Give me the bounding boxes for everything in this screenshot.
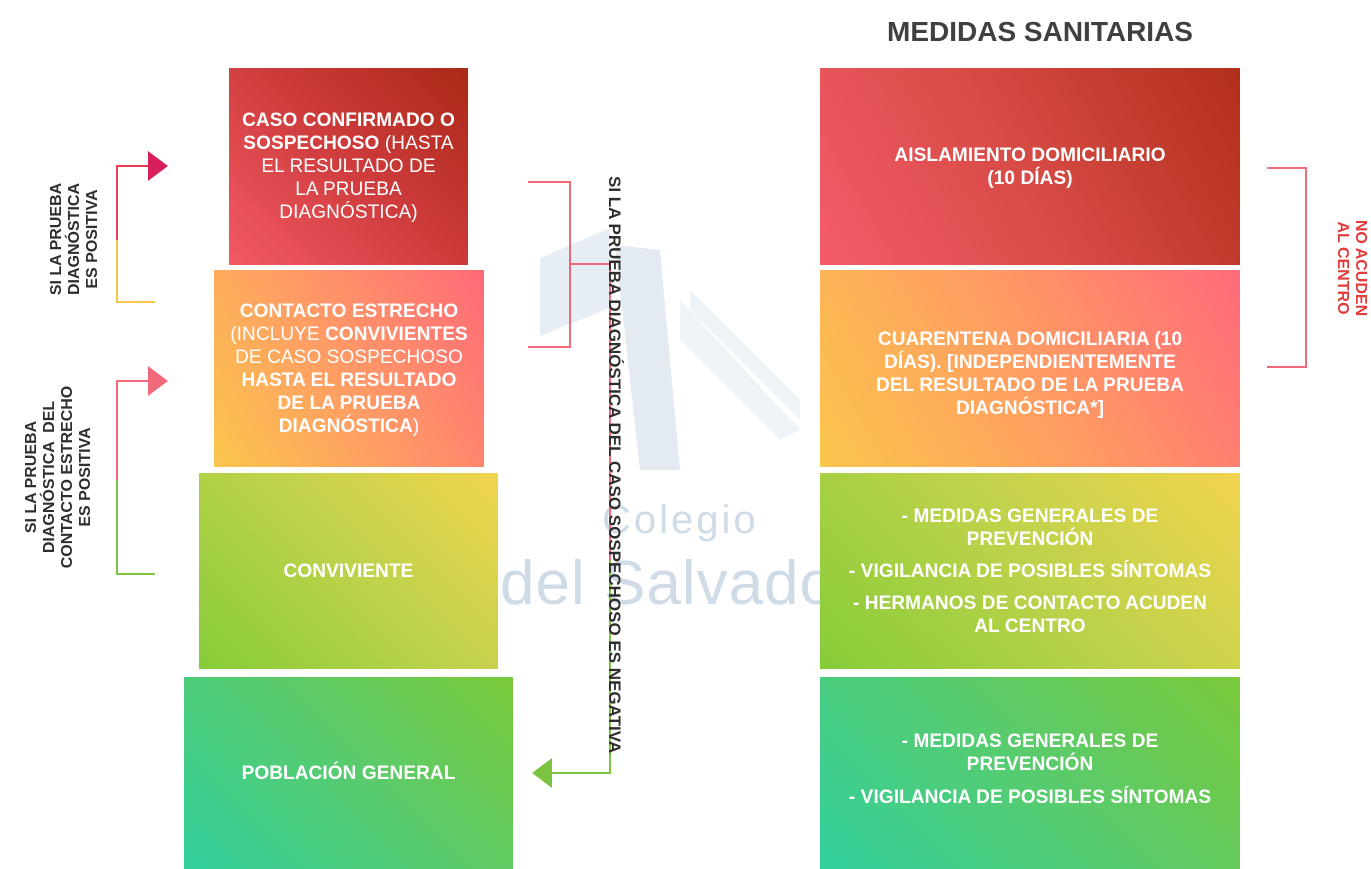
arrow-to-contacto-icon bbox=[148, 366, 168, 396]
measure-conviviente: - MEDIDAS GENERALES DE PREVENCIÓN - VIGI… bbox=[820, 473, 1240, 669]
level-contacto-estrecho: CONTACTO ESTRECHO (INCLUYE CONVIVIENTES … bbox=[214, 270, 484, 467]
level-poblacion-general: POBLACIÓN GENERAL bbox=[184, 677, 513, 869]
measure-aislamiento: AISLAMIENTO DOMICILIARIO (10 DÍAS) bbox=[820, 68, 1240, 265]
arrow-to-poblacion-icon bbox=[532, 758, 552, 788]
label-no-acuden: NO ACUDEN AL CENTRO bbox=[1334, 219, 1369, 317]
level-caso-confirmado: CASO CONFIRMADO O SOSPECHOSO (HASTA EL R… bbox=[229, 68, 468, 265]
level-poblacion-label: POBLACIÓN GENERAL bbox=[241, 762, 456, 784]
measure-poblacion: - MEDIDAS GENERALES DE PREVENCIÓN - VIGI… bbox=[820, 677, 1240, 869]
label-si-negativa: SI LA PRUEBA DIAGNÓSTICA DEL CASO SOSPEC… bbox=[605, 176, 624, 754]
page-title: MEDIDAS SANITARIAS bbox=[887, 16, 1193, 47]
level-conviviente: CONVIVIENTE bbox=[199, 473, 498, 669]
label-contacto-positiva: SI LA PRUEBA DIAGNÓSTICA DEL CONTACTO ES… bbox=[23, 385, 94, 569]
label-si-positiva: SI LA PRUEBA DIAGNÓSTICA ES POSITIVA bbox=[48, 182, 101, 296]
watermark-word-salvador: del Salvador bbox=[500, 549, 857, 618]
arrow-to-caso-icon bbox=[148, 151, 168, 181]
level-conviviente-label: CONVIVIENTE bbox=[283, 560, 414, 582]
measure-cuarentena: CUARENTENA DOMICILIARIA (10 DÍAS). [INDE… bbox=[820, 270, 1240, 467]
watermark-word-colegio: Colegio bbox=[602, 498, 759, 542]
